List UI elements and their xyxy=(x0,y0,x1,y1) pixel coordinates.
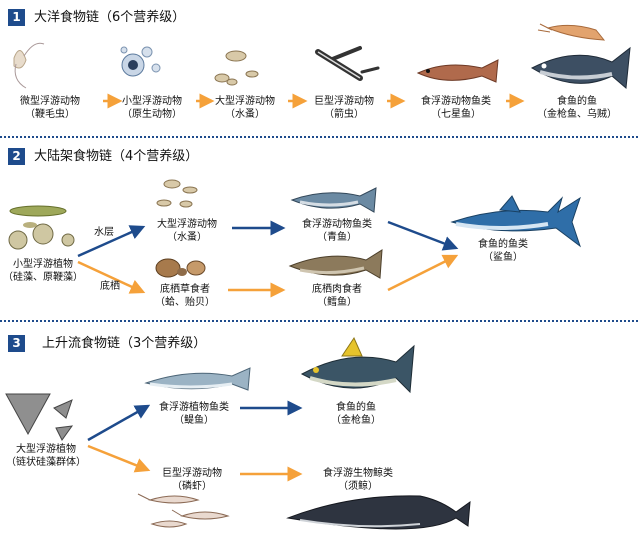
section3-title: 上升流食物链（3个营养级） xyxy=(42,336,207,351)
item-sub: （须鲸） xyxy=(338,481,378,492)
section2-title: 大陆架食物链（4个营养级） xyxy=(34,149,199,164)
branch-label-benthic: 底栖 xyxy=(100,281,120,292)
item-name: 食浮游植物鱼类 xyxy=(159,402,229,413)
top-predator-shark: 食鱼的鱼类 （鲨鱼） xyxy=(458,238,548,264)
item-name: 底栖草食者 xyxy=(160,284,210,295)
item-name: 巨型浮游动物 xyxy=(314,96,374,107)
item-name: 大型浮游动物 xyxy=(215,96,275,107)
section-divider-2 xyxy=(0,320,638,322)
chain-diatom-icon xyxy=(5,393,74,441)
producer-large-phytoplankton: 大型浮游植物 （链状硅藻群体） xyxy=(0,443,92,469)
chain1-item-3: 大型浮游动物 （水蚤） xyxy=(202,95,288,121)
lanternfish-icon xyxy=(416,59,499,83)
item-sub: （链状硅藻群体） xyxy=(6,457,86,468)
baleen-whale-icon xyxy=(286,495,471,530)
item-name: 大型浮游植物 xyxy=(16,444,76,455)
mid-bottom-benthic-herbivore: 底栖草食者 （蛤、贻贝） xyxy=(140,283,230,309)
item-name: 食鱼的鱼类 xyxy=(478,239,528,250)
cod-icon xyxy=(288,249,383,279)
section3-number-badge: 3 xyxy=(8,335,25,352)
section2-number-badge: 2 xyxy=(8,148,25,165)
item-name: 小型浮游植物 xyxy=(13,259,73,270)
mid-bottom-krill: 巨型浮游动物 （磷虾） xyxy=(144,467,240,493)
chain1-item-4: 巨型浮游动物 （箭虫） xyxy=(300,95,388,121)
top-bottom-baleen-whale: 食浮游生物鲸类 （须鲸） xyxy=(306,467,410,493)
item-sub: （鲨鱼） xyxy=(483,252,523,263)
branch-label-pelagic: 水层 xyxy=(94,227,114,238)
item-sub: （水蚤） xyxy=(225,109,265,120)
item-sub: （磷虾） xyxy=(172,481,212,492)
item-sub: （鞭毛虫） xyxy=(25,109,75,120)
item-name: 巨型浮游动物 xyxy=(162,468,222,479)
item-sub: （金枪鱼、乌贼） xyxy=(537,109,617,120)
item-sub: （硅藻、原鞭藻） xyxy=(3,272,83,283)
krill-icon xyxy=(137,493,230,528)
item-name: 食浮游动物鱼类 xyxy=(421,96,491,107)
section3-arrows xyxy=(87,400,303,482)
section1-number-badge: 1 xyxy=(8,9,25,26)
item-name: 小型浮游动物 xyxy=(122,96,182,107)
mid-top-zooplankton: 大型浮游动物 （水蚤） xyxy=(140,218,234,244)
item-sub: （水蚤） xyxy=(167,232,207,243)
clam-icon xyxy=(155,258,206,278)
item-name: 微型浮游动物 xyxy=(20,96,80,107)
yellowfin-tuna-icon xyxy=(300,336,415,394)
item-sub: （青鱼） xyxy=(317,232,357,243)
item-name: 食鱼的鱼 xyxy=(336,402,376,413)
item-sub: （蛤、贻贝） xyxy=(155,297,215,308)
shark-icon xyxy=(450,195,581,248)
section1-title: 大洋食物链（6个营养级） xyxy=(34,10,186,25)
item-name: 食浮游生物鲸类 xyxy=(323,468,393,479)
tuna-squid-icon xyxy=(530,23,631,90)
fish-top-herring: 食浮游动物鱼类 （青鱼） xyxy=(286,218,388,244)
item-sub: （七星鱼） xyxy=(431,109,481,120)
item-name: 食浮游动物鱼类 xyxy=(302,219,372,230)
item-sub: （箭虫） xyxy=(324,109,364,120)
producer-small-phytoplankton: 小型浮游植物 （硅藻、原鞭藻） xyxy=(0,258,86,284)
top-top-tuna: 食鱼的鱼 （金枪鱼） xyxy=(320,401,392,427)
herring-icon xyxy=(290,187,377,213)
chain1-item-6: 食鱼的鱼 （金枪鱼、乌贼） xyxy=(522,95,632,121)
fish-bottom-cod: 底栖肉食者 （鳕鱼） xyxy=(290,283,384,309)
chain1-item-5: 食浮游动物鱼类 （七星鱼） xyxy=(406,95,506,121)
arrow-worm-icon xyxy=(315,46,380,81)
chain1-item-2: 小型浮游动物 （原生动物） xyxy=(108,95,196,121)
flagellate-icon xyxy=(13,42,45,89)
chain1-item-1: 微型浮游动物 （鞭毛虫） xyxy=(0,95,100,121)
mid-top-anchovy: 食浮游植物鱼类 （鳀鱼） xyxy=(144,401,244,427)
item-sub: （鳕鱼） xyxy=(317,297,357,308)
water-flea-icon-1 xyxy=(214,50,259,86)
item-name: 底栖肉食者 xyxy=(312,284,362,295)
section2-arrows xyxy=(77,220,459,298)
diatom-icon xyxy=(8,205,75,250)
item-sub: （鳀鱼） xyxy=(174,415,214,426)
item-sub: （金枪鱼） xyxy=(331,415,381,426)
anchovy-icon xyxy=(144,367,251,391)
water-flea-icon-2 xyxy=(156,179,198,208)
protozoa-icon xyxy=(120,46,161,77)
section-divider-1 xyxy=(0,136,638,138)
item-sub: （原生动物） xyxy=(122,109,182,120)
item-name: 大型浮游动物 xyxy=(157,219,217,230)
item-name: 食鱼的鱼 xyxy=(557,96,597,107)
